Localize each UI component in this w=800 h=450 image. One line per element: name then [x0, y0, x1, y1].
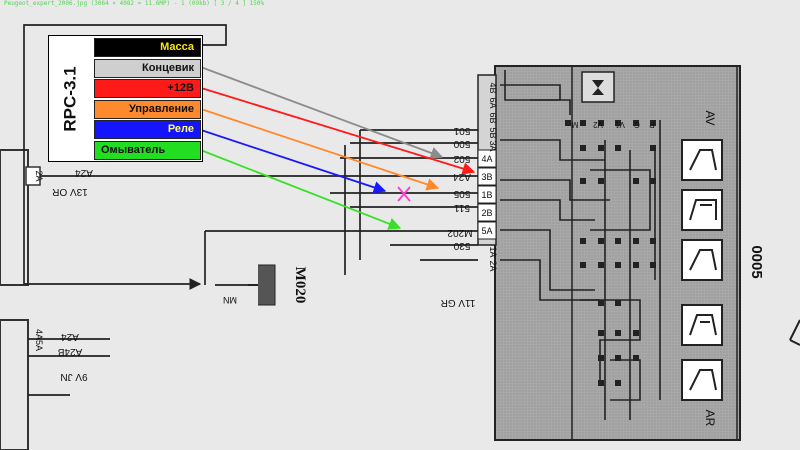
- code-vertical: 1A: [488, 246, 498, 257]
- label-a24-lower: A24: [61, 331, 79, 342]
- label-9v-jn: 9V JN: [60, 371, 87, 382]
- label-ar: AR: [703, 410, 717, 427]
- label-switch-p: P: [649, 120, 654, 129]
- code-vertical: 3A: [488, 140, 498, 151]
- green-wire: [197, 148, 402, 230]
- legend-ground-wire: [23, 24, 227, 290]
- motor-m020: [215, 264, 276, 306]
- label-av: AV: [703, 110, 717, 125]
- label-module-0005: 0005: [748, 245, 765, 278]
- wire-number: M202: [447, 227, 472, 238]
- rpc-title: RPC-3.1: [61, 65, 80, 132]
- code-vertical: 4B: [488, 82, 498, 93]
- left-connector-block: [0, 149, 29, 286]
- blue-wire: [197, 128, 387, 194]
- label-switch-v1: V1: [615, 120, 625, 129]
- pin-label: 4A: [481, 154, 492, 164]
- switch-contacts: [565, 120, 656, 386]
- wire-number: 500: [453, 138, 470, 149]
- label-4a5a: 4A5A: [34, 329, 44, 351]
- label-a24-left: A24: [75, 167, 93, 178]
- wire-number: 501: [453, 125, 470, 136]
- wire-number: 502: [453, 153, 470, 164]
- pin-label: 5A: [481, 226, 492, 236]
- code-vertical: 6B: [488, 112, 498, 123]
- wire-number: 530: [453, 240, 470, 251]
- rpc-legend-panel: RPC-3.1 Масса Концевик +12В Управление Р…: [48, 35, 203, 162]
- label-mn: MN: [223, 295, 237, 305]
- legend-entry-control: Управление: [94, 99, 201, 119]
- pin-label: 2B: [481, 208, 492, 218]
- gray-wire: [197, 65, 444, 159]
- wire-number: 505: [453, 188, 470, 199]
- label-a24b: A24B: [57, 346, 82, 357]
- pin-label: 3B: [481, 172, 492, 182]
- legend-entry-washer: Омыватель: [94, 140, 201, 160]
- label-switch-m: M: [571, 120, 578, 129]
- black-wires: [28, 129, 478, 396]
- legend-entry-ground: Масса: [94, 38, 201, 57]
- wire-number: A24: [453, 171, 471, 182]
- orange-wire: [197, 107, 440, 191]
- rpc-title-container: RPC-3.1: [49, 36, 93, 161]
- legend-entry-relay: Реле: [94, 120, 201, 139]
- connector-pin-boxes: [477, 149, 497, 240]
- left-lower-block: [0, 319, 29, 450]
- pin-label: 1B: [481, 190, 492, 200]
- code-vertical: 5B: [488, 127, 498, 138]
- wiper-icons: [681, 139, 723, 401]
- legend-rows: Масса Концевик +12В Управление Реле Омыв…: [94, 38, 201, 161]
- label-m020: M020: [292, 267, 308, 304]
- label-11v-gr: 11V GR: [441, 297, 476, 308]
- viewer-status-line: Peugeot_expert_2006.jpg (3064 × 4082 = 1…: [4, 0, 265, 7]
- legend-entry-limit-switch: Концевик: [94, 58, 201, 78]
- label-switch-v2: V2: [593, 120, 603, 129]
- label-switch-c: C: [634, 120, 640, 129]
- label-13v-or: 13V OR: [52, 186, 88, 197]
- code-vertical: 2A: [488, 260, 498, 271]
- cross-mark: [397, 186, 411, 202]
- legend-entry-plus12v: +12В: [94, 79, 201, 98]
- wire-number: 511: [454, 202, 470, 213]
- code-vertical: 6A: [488, 97, 498, 108]
- label-2a: 2A: [34, 170, 44, 181]
- red-wire: [197, 86, 476, 175]
